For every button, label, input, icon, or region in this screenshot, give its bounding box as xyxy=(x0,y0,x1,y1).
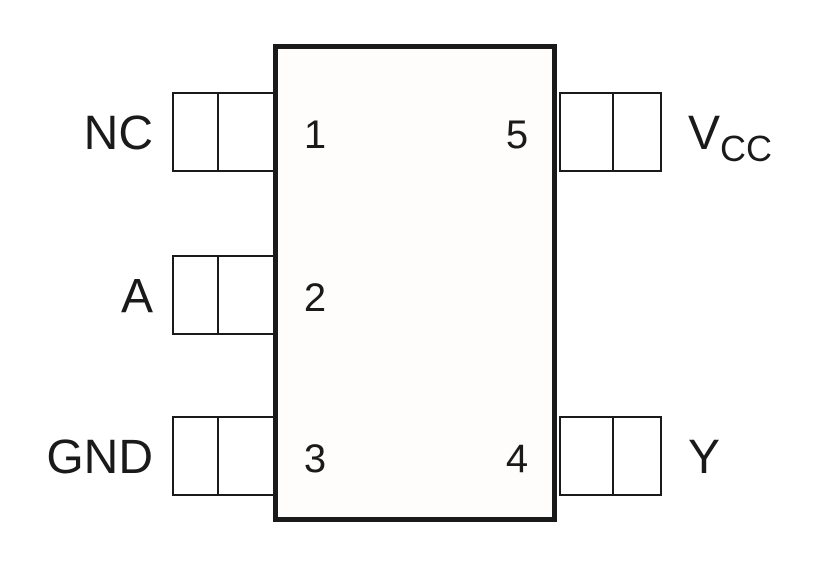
pin-5-signal: VCC xyxy=(688,107,772,167)
pin-number-3: 3 xyxy=(303,437,327,481)
pin-5-signal-sub: CC xyxy=(720,128,773,169)
pin-4-signal: Y xyxy=(688,431,721,484)
pin-4-lead xyxy=(559,416,662,496)
pin-5-lead xyxy=(559,92,662,172)
pin-2-lead xyxy=(172,255,275,335)
pin-number-2: 2 xyxy=(303,276,327,320)
pin-2-signal: A xyxy=(120,270,153,323)
pin-number-4: 4 xyxy=(505,437,529,481)
pin-number-1: 1 xyxy=(303,113,327,157)
pin-1-signal: NC xyxy=(83,107,153,160)
pin-3-signal: GND xyxy=(46,431,153,484)
pin-5-signal-main: V xyxy=(688,107,721,160)
package-body xyxy=(273,44,557,522)
pin-3-lead xyxy=(172,416,275,496)
pin-number-5: 5 xyxy=(505,113,529,157)
pin-1-lead xyxy=(172,92,275,172)
